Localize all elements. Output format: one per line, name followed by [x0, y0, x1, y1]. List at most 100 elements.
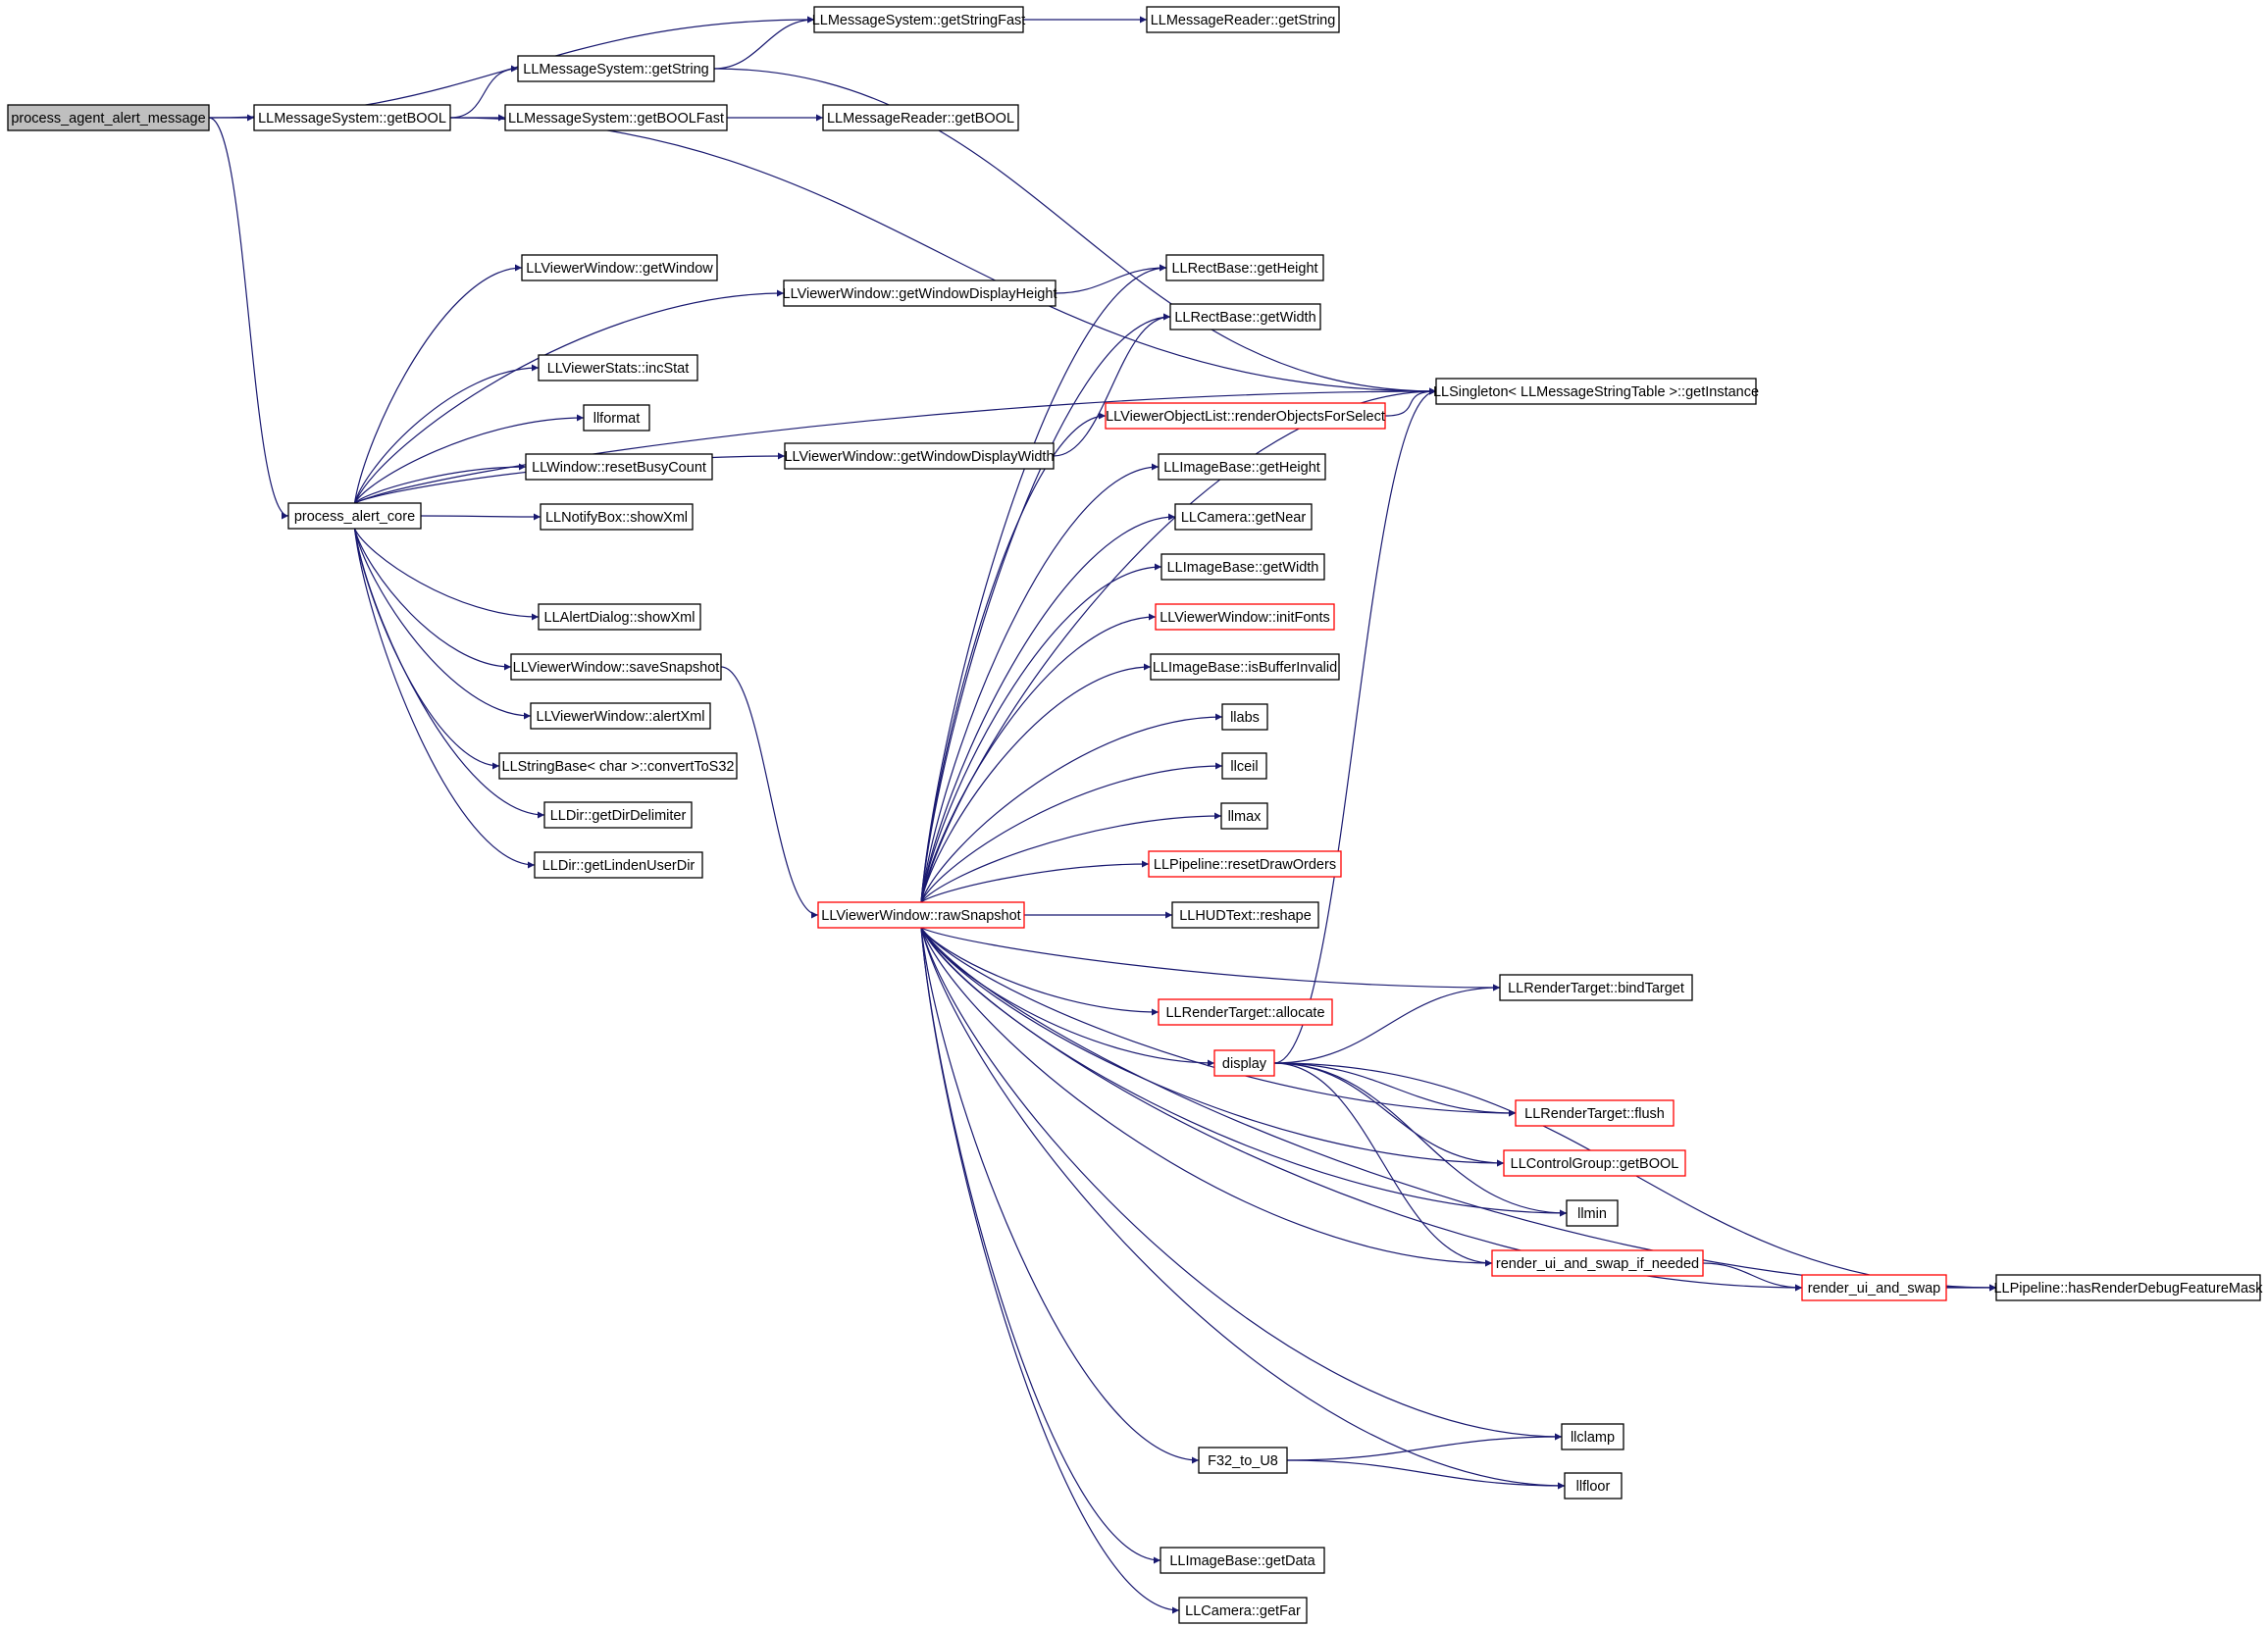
node-llclamp[interactable]: llclamp: [1561, 1423, 1624, 1450]
node-flush[interactable]: LLRenderTarget::flush: [1515, 1099, 1675, 1127]
node-label: LLMessageSystem::getBOOLFast: [508, 111, 724, 127]
node-rect-getwidth[interactable]: LLRectBase::getWidth: [1169, 303, 1321, 330]
edge-display-to-bindtarget: [1273, 984, 1501, 1064]
node-label: LLImageBase::getWidth: [1167, 560, 1319, 576]
edge-rawsnapshot-to-resetdraworders: [920, 860, 1150, 903]
node-getlindenuserdir[interactable]: LLDir::getLindenUserDir: [534, 851, 703, 879]
node-process-alert-core[interactable]: process_alert_core: [287, 502, 422, 530]
node-box: [1105, 402, 1386, 430]
node-label: LLAlertDialog::showXml: [544, 610, 696, 626]
node-getwindowdisplaywidth[interactable]: LLViewerWindow::getWindowDisplayWidth: [784, 442, 1055, 470]
edge-rawsnapshot-to-llfloor: [920, 927, 1566, 1490]
node-rawsnapshot[interactable]: LLViewerWindow::rawSnapshot: [817, 901, 1025, 929]
node-getwindowdisplayheight[interactable]: LLViewerWindow::getWindowDisplayHeight: [783, 280, 1057, 307]
node-box: [1499, 974, 1693, 1001]
node-box: [822, 104, 1019, 131]
node-label: LLViewerObjectList::renderObjectsForSele…: [1106, 409, 1385, 425]
node-box: [1169, 303, 1321, 330]
node-getdata[interactable]: LLImageBase::getData: [1160, 1547, 1325, 1574]
edge-rawsnapshot-to-llabs: [920, 713, 1223, 903]
node-label: LLImageBase::getHeight: [1163, 460, 1320, 476]
node-llabs[interactable]: llabs: [1221, 703, 1268, 731]
node-box: [1503, 1149, 1686, 1177]
edge-rawsnapshot-to-allocate: [920, 927, 1160, 1016]
edge-getwindowdisplaywidth-to-rect-getwidth: [1053, 313, 1171, 457]
node-f32-to-u8[interactable]: F32_to_U8: [1198, 1447, 1288, 1474]
edge-rawsnapshot-to-rect-getheight: [920, 264, 1167, 903]
node-label: LLViewerWindow::rawSnapshot: [821, 908, 1020, 924]
edge-rawsnapshot-to-render-ui-and-swap-if-needed: [920, 927, 1493, 1267]
node-label: process_alert_core: [294, 509, 415, 525]
node-resetdraworders[interactable]: LLPipeline::resetDrawOrders: [1148, 850, 1342, 878]
node-control-getbool[interactable]: LLControlGroup::getBOOL: [1503, 1149, 1686, 1177]
edge-process-agent-alert-message-to-process-alert-core: [208, 117, 289, 520]
node-box: [1146, 6, 1340, 33]
node-isbufferinvalid[interactable]: LLImageBase::isBufferInvalid: [1150, 653, 1340, 681]
node-getdirdelimiter[interactable]: LLDir::getDirDelimiter: [543, 801, 693, 829]
node-alertxml[interactable]: LLViewerWindow::alertXml: [530, 702, 711, 730]
edge-getstring-to-getstringfast: [713, 16, 815, 70]
edge-rawsnapshot-to-bindtarget: [920, 927, 1501, 991]
node-getboolfast[interactable]: LLMessageSystem::getBOOLFast: [504, 104, 728, 131]
edge-getstring-to-getinstance: [713, 68, 1437, 395]
node-label: LLMessageSystem::getStringFast: [812, 13, 1026, 28]
node-getbool[interactable]: LLMessageSystem::getBOOL: [253, 104, 451, 131]
node-llceil[interactable]: llceil: [1221, 752, 1267, 780]
edge-f32-to-u8-to-llclamp: [1286, 1433, 1563, 1461]
node-box: [1178, 1597, 1308, 1624]
node-reader-getstring[interactable]: LLMessageReader::getString: [1146, 6, 1340, 33]
node-getnear[interactable]: LLCamera::getNear: [1174, 503, 1313, 531]
edge-rawsnapshot-to-f32-to-u8: [920, 927, 1200, 1464]
edge-rawsnapshot-to-flush: [920, 927, 1517, 1117]
node-llmin[interactable]: llmin: [1566, 1199, 1619, 1227]
node-resetbusycount[interactable]: LLWindow::resetBusyCount: [525, 453, 713, 481]
node-llfloor[interactable]: llfloor: [1564, 1472, 1623, 1500]
node-label: LLRenderTarget::allocate: [1165, 1005, 1324, 1021]
node-box: [7, 104, 210, 131]
node-getstring[interactable]: LLMessageSystem::getString: [517, 55, 715, 82]
node-reader-getbool[interactable]: LLMessageReader::getBOOL: [822, 104, 1019, 131]
node-bindtarget[interactable]: LLRenderTarget::bindTarget: [1499, 974, 1693, 1001]
node-label: LLMessageReader::getBOOL: [827, 111, 1014, 127]
node-label: LLCamera::getNear: [1181, 510, 1307, 526]
node-getwindow[interactable]: LLViewerWindow::getWindow: [521, 254, 718, 281]
node-image-getheight[interactable]: LLImageBase::getHeight: [1158, 453, 1326, 481]
node-render-ui-and-swap-if-needed[interactable]: render_ui_and_swap_if_needed: [1491, 1249, 1704, 1277]
node-notify-showxml[interactable]: LLNotifyBox::showXml: [540, 503, 694, 531]
node-label: LLRectBase::getWidth: [1174, 310, 1315, 326]
node-display[interactable]: display: [1213, 1049, 1275, 1077]
edge-display-to-llmin: [1273, 1062, 1568, 1217]
node-box: [1213, 1049, 1275, 1077]
node-box: [1165, 254, 1324, 281]
node-box: [784, 442, 1055, 470]
node-getfar[interactable]: LLCamera::getFar: [1178, 1597, 1308, 1624]
node-renderobjectsforselect[interactable]: LLViewerObjectList::renderObjectsForSele…: [1105, 402, 1386, 430]
node-getstringfast[interactable]: LLMessageSystem::getStringFast: [812, 6, 1026, 33]
node-box: [1220, 802, 1268, 830]
node-hasrenderdebugfeaturemask[interactable]: LLPipeline::hasRenderDebugFeatureMask: [1993, 1274, 2263, 1301]
node-savesnapshot[interactable]: LLViewerWindow::saveSnapshot: [510, 653, 722, 681]
node-llformat[interactable]: llformat: [583, 404, 650, 432]
node-incstat[interactable]: LLViewerStats::incStat: [538, 354, 698, 381]
node-llmax[interactable]: llmax: [1220, 802, 1268, 830]
node-render-ui-and-swap[interactable]: render_ui_and_swap: [1801, 1274, 1947, 1301]
node-box: [1515, 1099, 1675, 1127]
node-rect-getheight[interactable]: LLRectBase::getHeight: [1165, 254, 1324, 281]
edge-rawsnapshot-to-isbufferinvalid: [920, 663, 1152, 903]
node-converttos32[interactable]: LLStringBase< char >::convertToS32: [498, 752, 738, 780]
node-box: [530, 702, 711, 730]
node-box: [1155, 603, 1335, 631]
edge-process-alert-core-to-getlindenuserdir: [353, 528, 536, 869]
node-box: [538, 603, 701, 631]
node-label: LLRenderTarget::bindTarget: [1508, 981, 1684, 996]
node-image-getwidth[interactable]: LLImageBase::getWidth: [1160, 553, 1325, 581]
edge-process-alert-core-to-llformat: [353, 414, 585, 504]
node-getinstance[interactable]: LLSingleton< LLMessageStringTable >::get…: [1433, 378, 1759, 405]
node-initfonts[interactable]: LLViewerWindow::initFonts: [1155, 603, 1335, 631]
node-process-agent-alert-message[interactable]: process_agent_alert_message: [7, 104, 210, 131]
node-allocate[interactable]: LLRenderTarget::allocate: [1158, 998, 1333, 1026]
node-label: LLViewerWindow::getWindowDisplayWidth: [784, 449, 1054, 465]
node-alert-showxml[interactable]: LLAlertDialog::showXml: [538, 603, 701, 631]
node-reshape[interactable]: LLHUDText::reshape: [1171, 901, 1319, 929]
node-label: LLPipeline::resetDrawOrders: [1154, 857, 1336, 873]
